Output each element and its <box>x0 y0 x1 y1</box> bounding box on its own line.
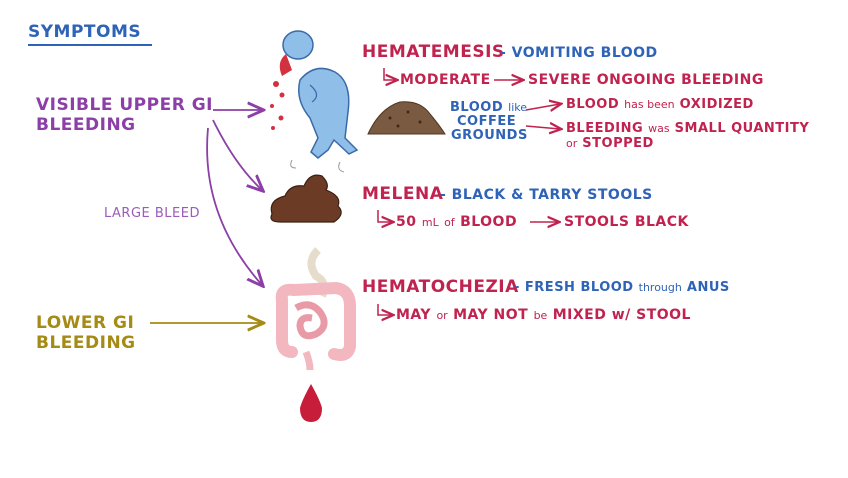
upper-gi-label-line1: VISIBLE UPPER GI <box>36 95 213 115</box>
melena-desc: - BLACK & TARRY STOOLS <box>440 187 653 203</box>
coffee-blood-label: BLOOD like <box>450 100 527 115</box>
hematochezia-desc: - FRESH BLOOD through ANUS <box>514 280 730 295</box>
mixed-stool-label: MAY or MAY NOT be MIXED w/ STOOL <box>396 307 691 323</box>
hook-hematemesis <box>384 68 396 80</box>
grounds-label: GROUNDS <box>451 128 528 143</box>
arrow-large-bleed <box>207 128 262 285</box>
vomiting-person-icon <box>270 31 357 158</box>
large-bleed-label: LARGE BLEED <box>104 206 200 221</box>
stool-icon <box>271 160 344 222</box>
page-title: SYMPTOMS <box>28 22 141 42</box>
arrow-to-melena <box>213 120 262 190</box>
coffee-grounds-icon <box>368 102 445 134</box>
melena-title: MELENA <box>362 184 443 204</box>
small-quantity-label: BLEEDING was SMALL QUANTITY <box>566 121 809 136</box>
oxidized-label: BLOOD has been OXIDIZED <box>566 97 754 112</box>
hook-melena <box>378 210 392 222</box>
hematemesis-desc: - VOMITING BLOOD <box>500 45 658 61</box>
severe-bleeding-label: SEVERE ONGOING BLEEDING <box>528 72 764 88</box>
intestines-icon <box>282 250 350 370</box>
moderate-label: MODERATE <box>400 72 491 88</box>
lower-gi-label-line2: BLEEDING <box>36 333 136 353</box>
title-underline <box>28 44 152 46</box>
coffee-label: COFFEE <box>457 114 516 129</box>
melena-volume-label: 50 mL of BLOOD <box>396 214 517 230</box>
lower-gi-label-line1: LOWER GI <box>36 313 134 333</box>
upper-gi-label-line2: BLEEDING <box>36 115 136 135</box>
hematemesis-title: HEMATEMESIS <box>362 42 505 62</box>
stools-black-label: STOOLS BLACK <box>564 214 689 230</box>
stopped-label: or STOPPED <box>566 136 654 151</box>
hematochezia-title: HEMATOCHEZIA <box>362 277 519 297</box>
arrow-small-quantity <box>526 126 560 129</box>
hook-hematochezia <box>378 304 392 315</box>
arrow-oxidized <box>526 104 560 110</box>
blood-drop-icon <box>300 384 322 422</box>
